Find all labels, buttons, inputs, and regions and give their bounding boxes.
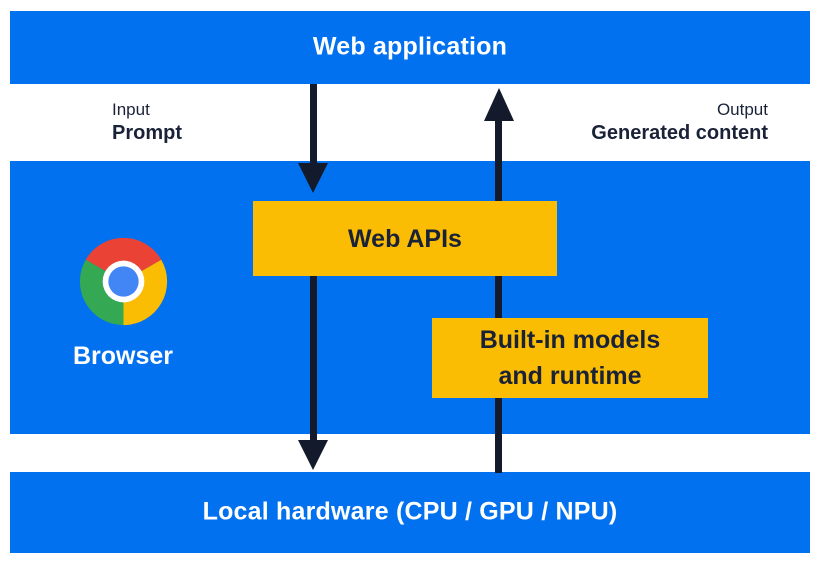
input-flow-label: Input Prompt: [112, 99, 182, 145]
builtin-models-line1: Built-in models: [479, 326, 661, 354]
local-hardware-label: Local hardware (CPU / GPU / NPU): [202, 496, 618, 525]
chrome-logo-icon: [79, 237, 168, 326]
input-value: Prompt: [112, 122, 182, 144]
builtin-models-box: Built-in models and runtime: [432, 318, 708, 398]
arrow-down-hardware-head-icon: [298, 440, 328, 470]
output-value: Generated content: [591, 122, 768, 144]
arrow-up-output-head-icon: [484, 88, 514, 121]
local-hardware-bar: Local hardware (CPU / GPU / NPU): [10, 472, 810, 553]
web-apis-box: Web APIs: [253, 201, 557, 276]
output-caption: Output: [716, 100, 768, 119]
builtin-models-label: Built-in models and runtime: [480, 322, 661, 394]
arrow-down-prompt-shaft: [310, 84, 317, 164]
web-application-label: Web application: [312, 31, 508, 60]
browser-label: Browser: [72, 342, 174, 370]
output-flow-label: Output Generated content: [591, 99, 768, 145]
arrow-down-hardware-shaft: [310, 276, 317, 441]
chrome-logo-blue-center: [108, 266, 139, 297]
web-apis-label: Web APIs: [348, 224, 462, 253]
input-caption: Input: [112, 100, 150, 119]
chrome-logo-red-segment: [85, 237, 162, 282]
web-application-bar: Web application: [10, 11, 810, 84]
arrow-up-output-shaft: [495, 119, 502, 473]
builtin-models-line2: and runtime: [498, 362, 642, 390]
